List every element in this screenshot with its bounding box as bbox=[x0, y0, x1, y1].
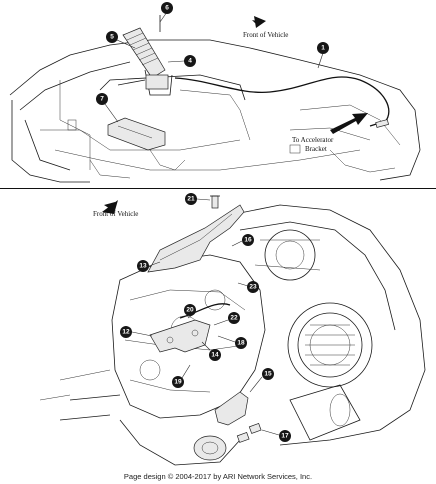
svg-text:14: 14 bbox=[211, 352, 219, 359]
svg-text:20: 20 bbox=[186, 307, 194, 314]
callout-13[interactable]: 13 bbox=[137, 260, 161, 272]
svg-text:12: 12 bbox=[122, 329, 130, 336]
callout-20[interactable]: 20 bbox=[184, 304, 196, 319]
callout-12[interactable]: 12 bbox=[120, 326, 153, 338]
callout-6[interactable]: 6 bbox=[159, 2, 173, 23]
svg-text:4: 4 bbox=[188, 58, 192, 65]
svg-text:5: 5 bbox=[110, 34, 114, 41]
transmission-drawing bbox=[39, 195, 426, 466]
callout-14[interactable]: 14 bbox=[201, 341, 221, 361]
accelerator-label-line1: To Accelerator bbox=[292, 136, 334, 144]
callout-22[interactable]: 22 bbox=[213, 312, 240, 326]
svg-text:1: 1 bbox=[321, 45, 325, 52]
panel-divider bbox=[0, 188, 436, 189]
callout-16[interactable]: 16 bbox=[231, 234, 254, 247]
callout-5[interactable]: 5 bbox=[106, 31, 136, 49]
callout-15[interactable]: 15 bbox=[249, 368, 274, 393]
svg-text:21: 21 bbox=[187, 196, 195, 203]
callout-4[interactable]: 4 bbox=[167, 55, 196, 67]
svg-text:18: 18 bbox=[237, 340, 245, 347]
chassis-frame-drawing bbox=[9, 15, 421, 183]
accelerator-label-line2: Bracket bbox=[305, 145, 327, 153]
svg-text:16: 16 bbox=[244, 237, 252, 244]
svg-text:22: 22 bbox=[230, 315, 238, 322]
svg-text:19: 19 bbox=[174, 379, 182, 386]
copyright-footer: Page design © 2004-2017 by ARI Network S… bbox=[123, 472, 313, 481]
front-of-vehicle-label-top: Front of Vehicle bbox=[243, 31, 288, 39]
callout-17[interactable]: 17 bbox=[261, 429, 291, 442]
svg-text:15: 15 bbox=[264, 371, 272, 378]
callout-19[interactable]: 19 bbox=[172, 364, 191, 388]
svg-text:6: 6 bbox=[165, 5, 169, 12]
svg-text:23: 23 bbox=[249, 284, 257, 291]
callout-21[interactable]: 21 bbox=[185, 193, 211, 205]
svg-text:13: 13 bbox=[139, 263, 147, 270]
svg-text:7: 7 bbox=[100, 96, 104, 103]
callout-7[interactable]: 7 bbox=[96, 93, 119, 123]
callout-23[interactable]: 23 bbox=[237, 281, 259, 293]
callout-18[interactable]: 18 bbox=[217, 335, 247, 349]
svg-text:17: 17 bbox=[281, 433, 289, 440]
front-of-vehicle-label-bottom: Front of Vehicle bbox=[93, 210, 138, 218]
callout-1[interactable]: 1 bbox=[317, 42, 329, 69]
